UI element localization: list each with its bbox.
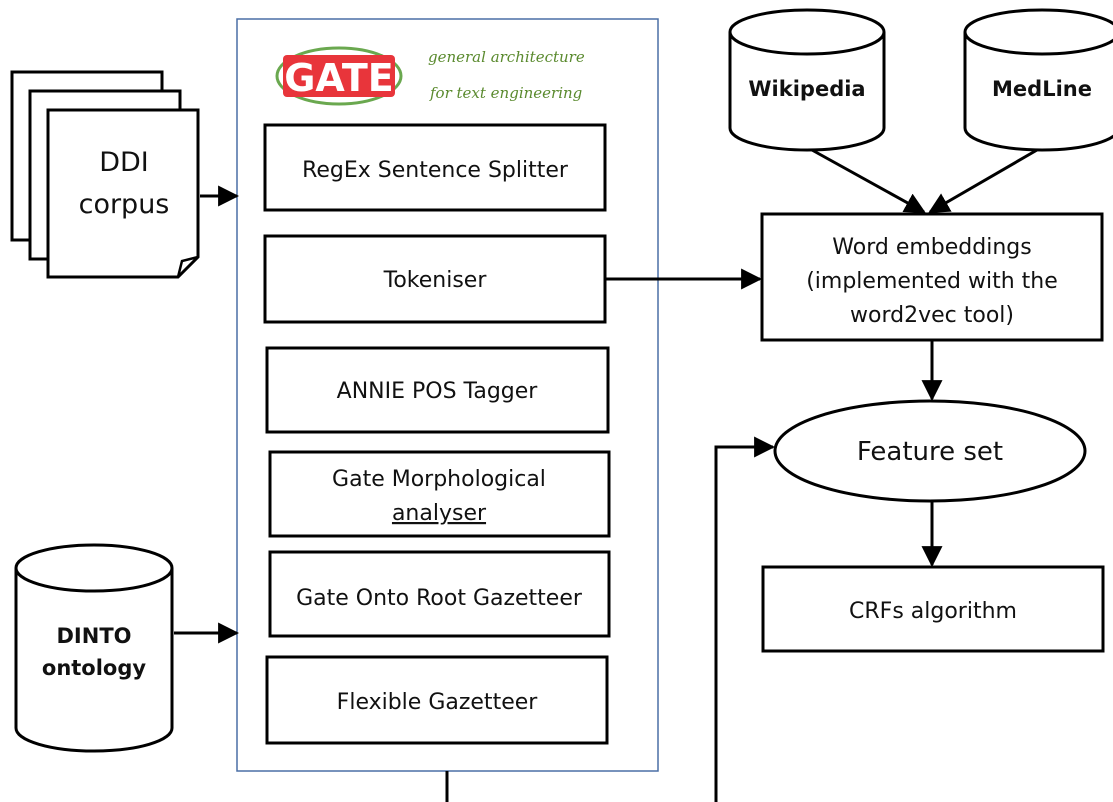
embeddings-label-line1: Word embeddings	[832, 235, 1031, 260]
gate-module-onto-root-gazetteer: Gate Onto Root Gazetteer	[268, 550, 611, 638]
crfs-algorithm-box: CRFs algorithm	[761, 565, 1105, 653]
gate-module-tokeniser: Tokeniser	[263, 234, 607, 324]
wikipedia-label: Wikipedia	[748, 77, 865, 101]
ddi-corpus-label-line2: corpus	[79, 189, 170, 220]
module-label: RegEx Sentence Splitter	[302, 158, 569, 183]
gate-module-flexible-gazetteer: Flexible Gazetteer	[265, 655, 609, 745]
gate-module-sentence-splitter: RegEx Sentence Splitter	[263, 123, 607, 212]
wikipedia-database: Wikipedia	[728, 8, 886, 152]
word-embeddings-box: Word embeddings (implemented with the wo…	[760, 212, 1104, 342]
dinto-label-line1: DINTO	[57, 624, 132, 648]
module-label-line2: analyser	[392, 501, 487, 526]
arrow-wikipedia-to-embeddings	[811, 148, 926, 214]
gate-tagline-line1: general architecture	[428, 48, 585, 66]
module-label: Flexible Gazetteer	[337, 690, 539, 715]
arrow-loop-to-feature-set	[714, 436, 776, 802]
module-label-line1: Gate Morphological	[332, 467, 546, 492]
gate-logo-text: GATE	[284, 56, 394, 100]
gate-logo: GATE general architecture for text engin…	[275, 46, 585, 106]
gate-module-pos-tagger: ANNIE POS Tagger	[265, 346, 610, 434]
feature-set-label: Feature set	[857, 437, 1003, 467]
module-label: Tokeniser	[383, 268, 488, 293]
arrow-medline-to-embeddings	[928, 148, 1038, 214]
dinto-label-line2: ontology	[42, 656, 147, 680]
medline-label: MedLine	[992, 77, 1092, 101]
ddi-corpus-document-stack: DDI corpus	[10, 70, 200, 279]
medline-database: MedLine	[963, 8, 1113, 152]
module-label: ANNIE POS Tagger	[337, 379, 539, 404]
dinto-ontology-database: DINTO ontology	[14, 543, 174, 753]
gate-module-morphological-analyser: Gate Morphological analyser	[268, 450, 611, 538]
embeddings-label-line2: (implemented with the	[806, 269, 1058, 294]
feature-set-node: Feature set	[773, 399, 1087, 503]
gate-tagline-line2: for text engineering	[429, 84, 582, 102]
connectors	[174, 148, 1038, 802]
module-label: Gate Onto Root Gazetteer	[296, 586, 583, 611]
crfs-label: CRFs algorithm	[849, 599, 1017, 624]
ddi-corpus-label-line1: DDI	[99, 147, 149, 178]
embeddings-label-line3: word2vec tool)	[850, 303, 1014, 328]
